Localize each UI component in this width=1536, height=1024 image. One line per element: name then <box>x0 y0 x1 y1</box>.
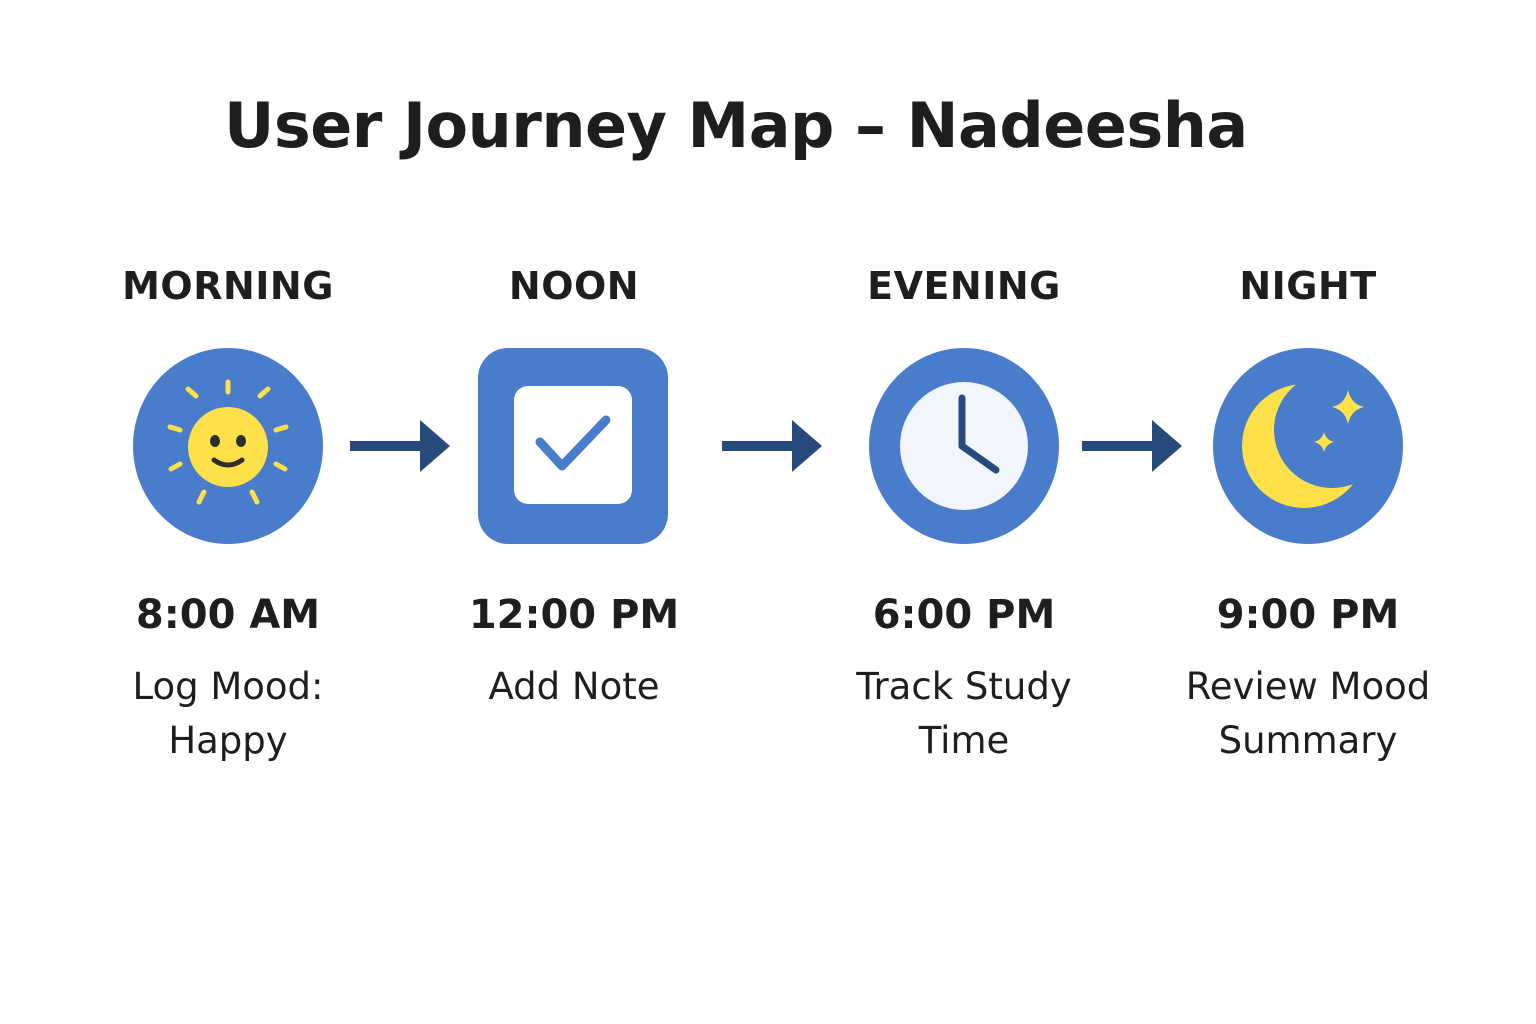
step-time: 12:00 PM <box>468 592 680 638</box>
journey-step-noon: NOON 12:00 PM Add Note <box>424 0 724 800</box>
moon-stars-icon <box>1212 346 1404 546</box>
step-time: 8:00 AM <box>135 592 321 638</box>
step-action: Add Note <box>488 665 660 708</box>
checkbox-icon <box>478 346 670 546</box>
page-title: User Journey Map – Nadeesha <box>224 89 1248 162</box>
arrow-right-icon <box>348 418 452 474</box>
stage-label: EVENING <box>867 264 1061 308</box>
step-time: 6:00 PM <box>872 592 1056 638</box>
arrow-right-icon <box>720 418 824 474</box>
clock-icon <box>868 346 1060 546</box>
stage-label: NIGHT <box>1239 264 1377 308</box>
journey-step-evening: EVENING 6:00 PM Track Study Time <box>814 0 1114 800</box>
stage-label: MORNING <box>122 264 334 308</box>
journey-step-night: NIGHT 9:00 PM Review Mood Summary <box>1158 0 1458 800</box>
step-time: 9:00 PM <box>1216 592 1400 638</box>
stage-label: NOON <box>508 264 640 308</box>
step-action: Log Mood: Happy <box>132 665 324 762</box>
arrow-right-icon <box>1080 418 1184 474</box>
step-action: Track Study Time <box>856 665 1072 762</box>
journey-step-morning: MORNING 8:00 AM Log Mood: Happy <box>78 0 378 800</box>
step-action: Review Mood Summary <box>1185 665 1431 762</box>
smiling-sun-icon <box>132 346 324 546</box>
